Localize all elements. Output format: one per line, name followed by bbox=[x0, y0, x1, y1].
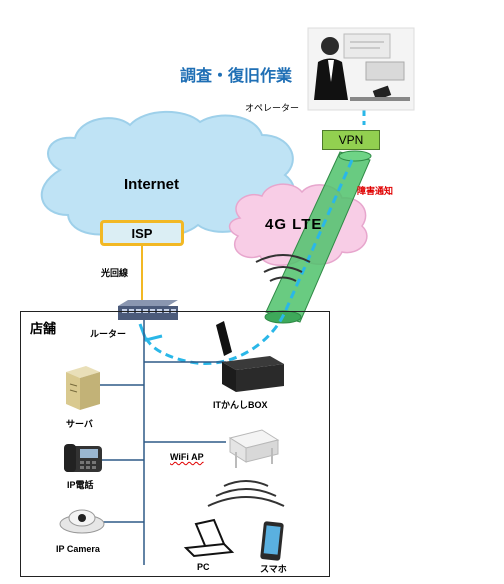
wifi-ap-icon bbox=[228, 429, 280, 468]
arrow-head-icon bbox=[138, 323, 163, 342]
wifi-waves-icon bbox=[207, 480, 285, 507]
vpn-dashed-path bbox=[144, 108, 366, 365]
server-label: サーバ bbox=[66, 419, 93, 429]
wireless-waves-icon bbox=[255, 254, 311, 282]
server-icon bbox=[66, 366, 100, 410]
lte-label: 4G LTE bbox=[265, 216, 323, 233]
wifi-ap-label: WiFi AP bbox=[170, 452, 204, 462]
store-title: 店舗 bbox=[30, 321, 57, 336]
ip-camera-icon bbox=[59, 509, 105, 534]
ip-camera-label: IP Camera bbox=[56, 544, 100, 554]
router-label: ルーター bbox=[90, 329, 127, 339]
store-wiring bbox=[97, 320, 226, 565]
smartphone-icon bbox=[260, 521, 284, 561]
operator-label: オペレーター bbox=[245, 103, 300, 113]
internet-label: Internet bbox=[124, 176, 180, 193]
it-box-icon bbox=[216, 321, 284, 392]
isp-label: ISP bbox=[131, 225, 153, 241]
store-frame bbox=[20, 311, 330, 577]
smartphone-label: スマホ bbox=[260, 564, 287, 574]
ip-phone-label: IP電話 bbox=[67, 480, 94, 490]
pc-label: PC bbox=[197, 562, 210, 572]
it-box-label: ITかんしBOX bbox=[213, 400, 268, 410]
operator-illustration bbox=[307, 27, 415, 111]
vpn-box: VPN bbox=[322, 130, 380, 150]
fault-notice-label: 障害通知 bbox=[357, 186, 394, 196]
isp-box: ISP bbox=[100, 220, 184, 246]
pc-icon bbox=[183, 518, 235, 558]
fiber-line-label: 光回線 bbox=[101, 268, 129, 278]
ip-phone-icon bbox=[64, 444, 102, 472]
operator-title: 調査・復旧作業 bbox=[180, 68, 293, 85]
vpn-label: VPN bbox=[338, 133, 364, 147]
